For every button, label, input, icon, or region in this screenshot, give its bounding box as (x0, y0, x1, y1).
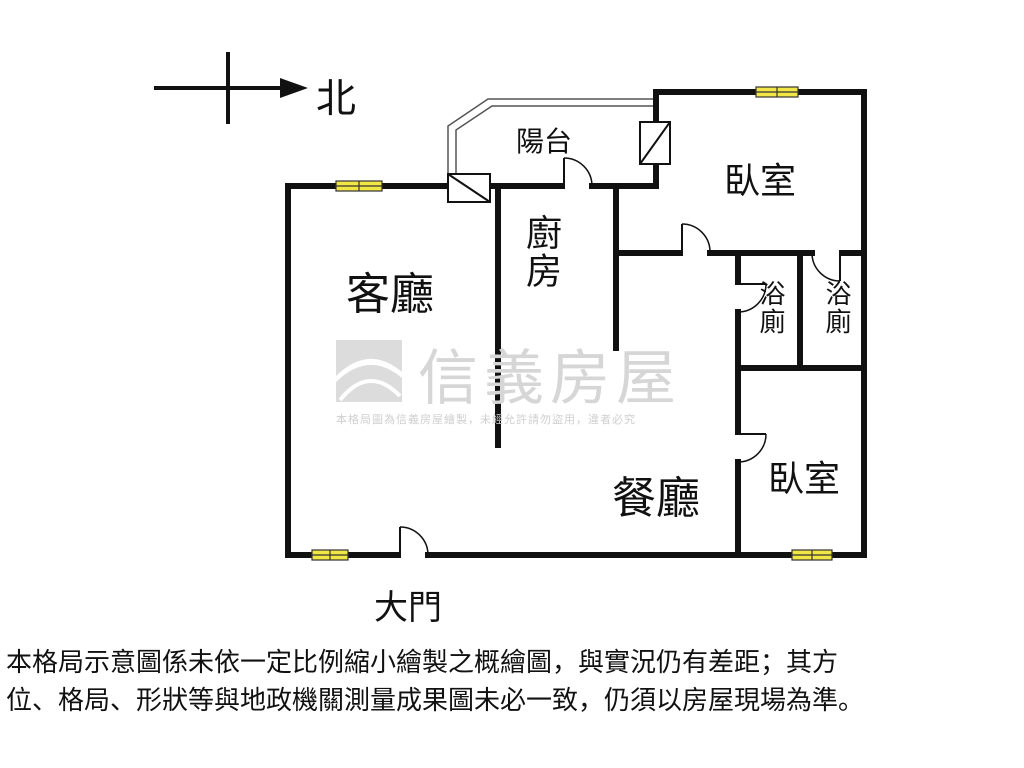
room-label-bathroom-right: 浴廁 (821, 280, 851, 336)
north-arrow-icon (154, 52, 308, 124)
room-label-balcony: 陽台 (516, 125, 573, 158)
disclaimer-line-2: 位、格局、形狀等與地政機關測量成果圖未必一致，仍須以房屋現場為準。 (6, 686, 865, 716)
disclaimer-text: 本格局示意圖係未依一定比例縮小繪製之概繪圖，與實況仍有差距；其方 位、格局、形狀… (6, 644, 1018, 720)
window-bedroom-south (791, 549, 833, 561)
balcony-window-panel (639, 121, 671, 165)
balcony-railing (447, 98, 654, 175)
room-label-bathroom-left: 浴廁 (755, 280, 785, 336)
doors (399, 157, 841, 556)
windows (311, 86, 833, 561)
glass-panels (447, 121, 671, 203)
disclaimer-line-1: 本格局示意圖係未依一定比例縮小繪製之概繪圖，與實況仍有差距；其方 (6, 648, 839, 678)
watermark-brand: 信義房屋 (418, 344, 682, 414)
door-bath-right (811, 252, 841, 282)
entrance-label: 大門 (374, 588, 442, 628)
room-label-bedroom-south: 臥室 (768, 459, 841, 500)
window-bedroom-north (755, 86, 799, 98)
window-living-room (335, 180, 383, 192)
room-label-dining-room: 餐廳 (612, 473, 700, 524)
watermark-logo-icon (336, 340, 402, 402)
door-balcony (563, 157, 593, 187)
balcony-sliding-door (447, 173, 491, 203)
room-label-living-room: 客廳 (346, 269, 434, 320)
north-label: 北 (316, 76, 356, 122)
door-main-entrance (399, 526, 429, 556)
window-entrance (311, 549, 349, 561)
door-bedroom-south (737, 433, 767, 463)
watermark-notice: 本格局圖為信義房屋繪製，未經允許請勿盜用，違者必究 (336, 413, 636, 426)
room-label-kitchen: 廚房 (520, 214, 561, 290)
door-bedroom-north (681, 223, 711, 254)
room-label-bedroom-north: 臥室 (724, 161, 797, 202)
door-bath-left (737, 283, 767, 313)
